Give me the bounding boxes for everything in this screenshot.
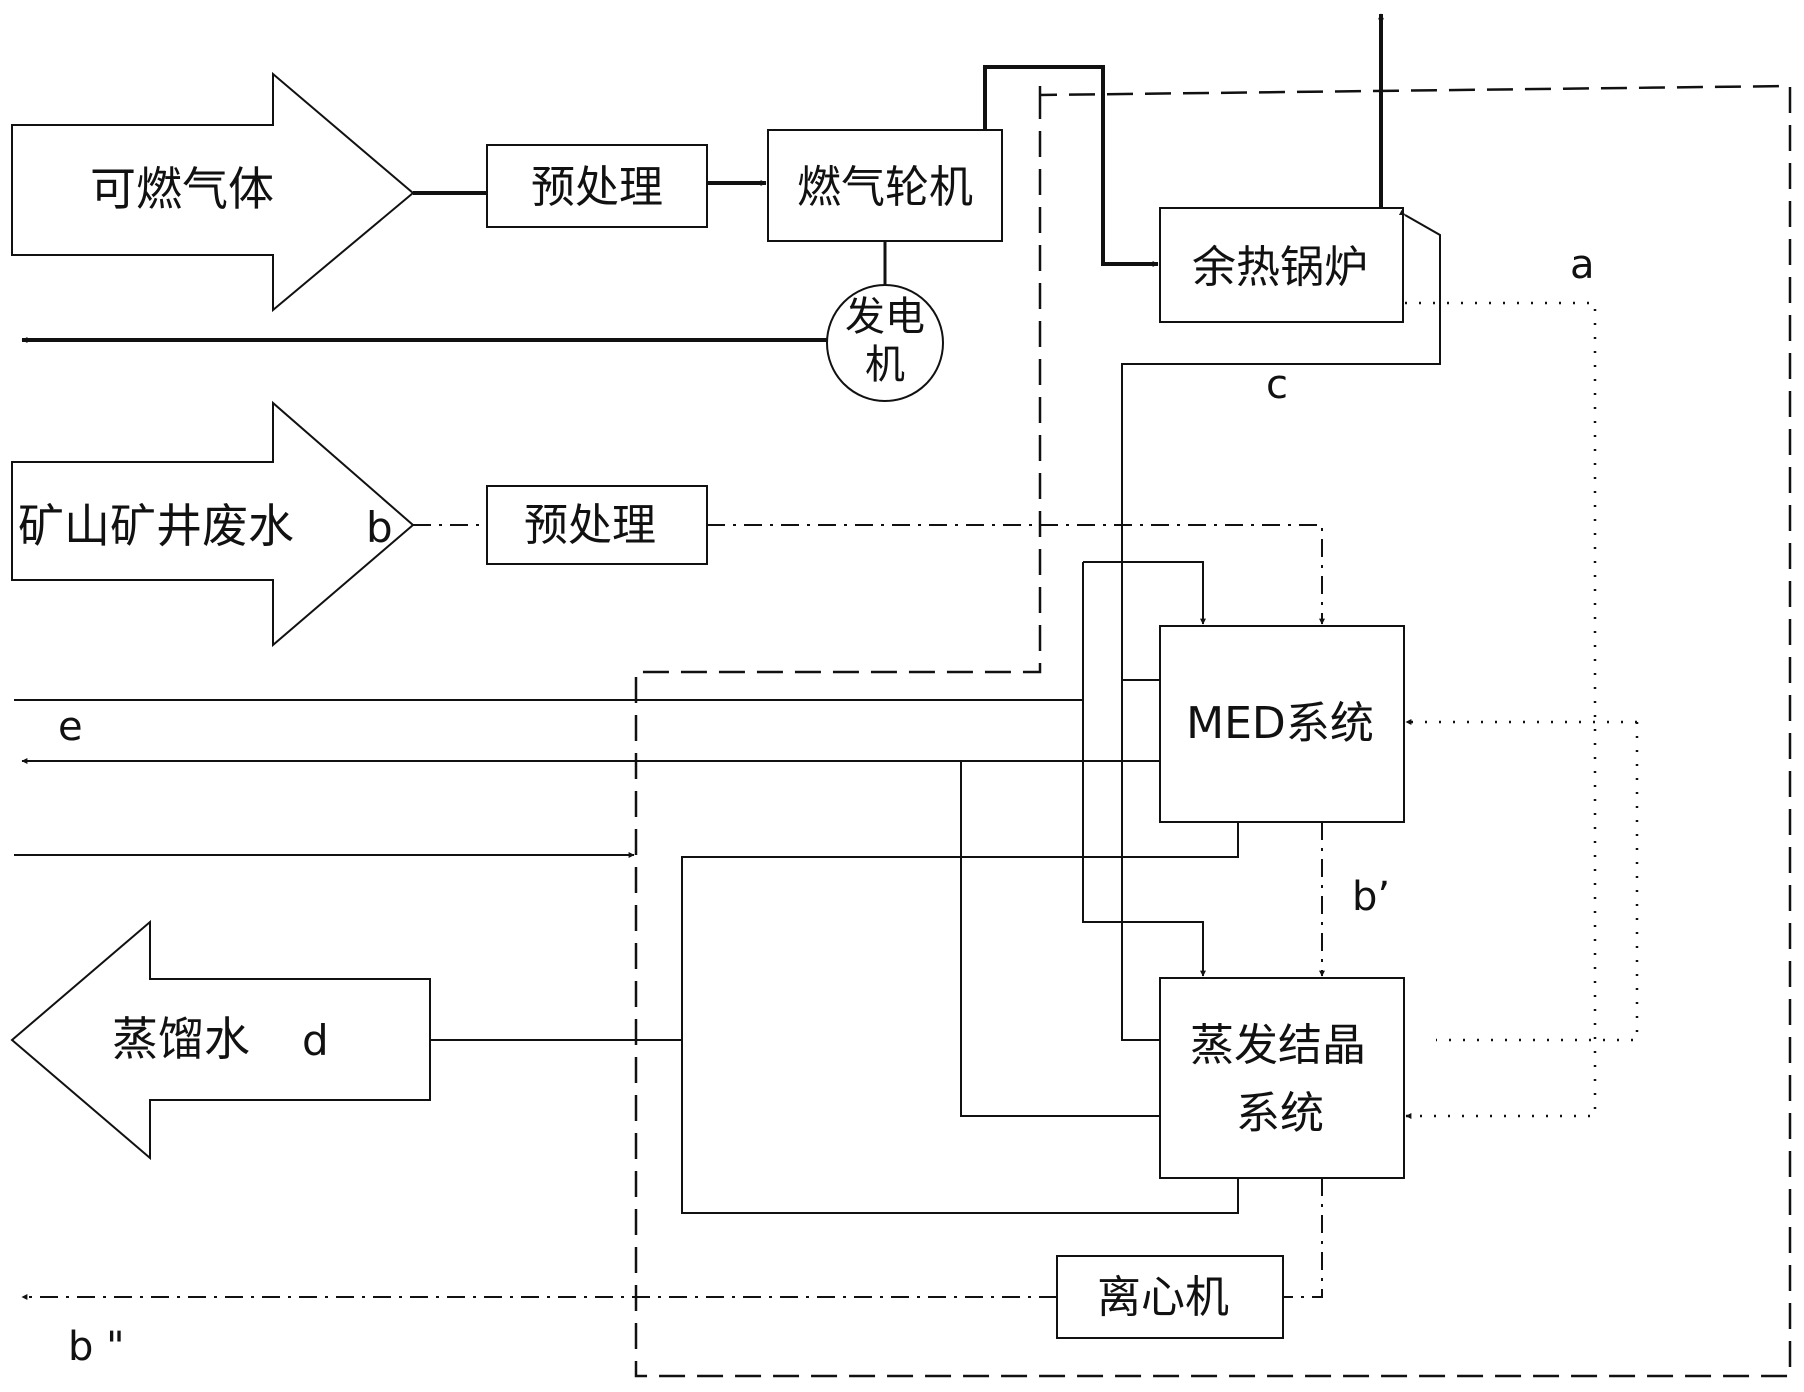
med-system-box xyxy=(1159,625,1405,823)
system-boundary-dashed xyxy=(634,84,1792,1378)
combustible-gas-label: 可燃气体 xyxy=(90,162,274,216)
stream-label-e: e xyxy=(58,704,83,750)
combustible-gas-arrow xyxy=(11,71,415,313)
turbine-exhaust-to-boiler-line xyxy=(983,65,1159,267)
waste-heat-boiler-label: 余热锅炉 xyxy=(1192,242,1368,293)
evap-cryst-label-line1: 蒸发结晶 xyxy=(1190,1020,1366,1071)
stream-label-c: c xyxy=(1266,362,1288,408)
distilled-water-tag: d xyxy=(302,1016,329,1065)
mine-wastewater-label: 矿山矿井废水 xyxy=(18,499,294,553)
cooling-feed-line xyxy=(1083,561,1206,625)
stream-label-b-prime: b’ xyxy=(1352,874,1390,920)
pretreated-water-to-med xyxy=(707,524,1325,625)
stream-label-b-double-prime: b " xyxy=(68,1324,125,1370)
generator-label-line2: 机 xyxy=(865,342,905,388)
steam-loop-c-line xyxy=(1121,209,1441,1041)
med-system-label: MED系统 xyxy=(1186,698,1374,749)
distilled-water-arrow xyxy=(10,919,431,1161)
stream-label-a: a xyxy=(1570,242,1595,288)
gas-turbine-label: 燃气轮机 xyxy=(797,162,973,213)
pretreatment-gas-label: 预处理 xyxy=(531,162,663,213)
distilled-water-label: 蒸馏水 xyxy=(112,1012,250,1066)
med-distillate-line xyxy=(681,822,1239,1214)
evap-cryst-box xyxy=(1159,977,1405,1179)
waste-heat-boiler-box xyxy=(1159,207,1404,323)
evap-cryst-label-line2: 系统 xyxy=(1236,1088,1324,1139)
gas-turbine-box xyxy=(767,129,1003,242)
cooling-main-line xyxy=(1082,562,1206,977)
mine-wastewater-arrow xyxy=(11,400,415,648)
generator-label-line1: 发电 xyxy=(845,294,925,340)
centrifuge-label: 离心机 xyxy=(1097,1272,1229,1323)
heat-supply-to-med xyxy=(1436,722,1639,1042)
evap-to-centrifuge-line xyxy=(1283,1178,1323,1298)
mine-wastewater-tag: b xyxy=(366,503,393,552)
evap-vapor-to-e-line xyxy=(960,761,1160,1117)
heat-supply-a-line xyxy=(1405,301,1597,1119)
pretreatment-water-label: 预处理 xyxy=(524,500,656,551)
pretreatment-water-box xyxy=(486,485,708,565)
pretreatment-gas-box xyxy=(486,144,708,228)
